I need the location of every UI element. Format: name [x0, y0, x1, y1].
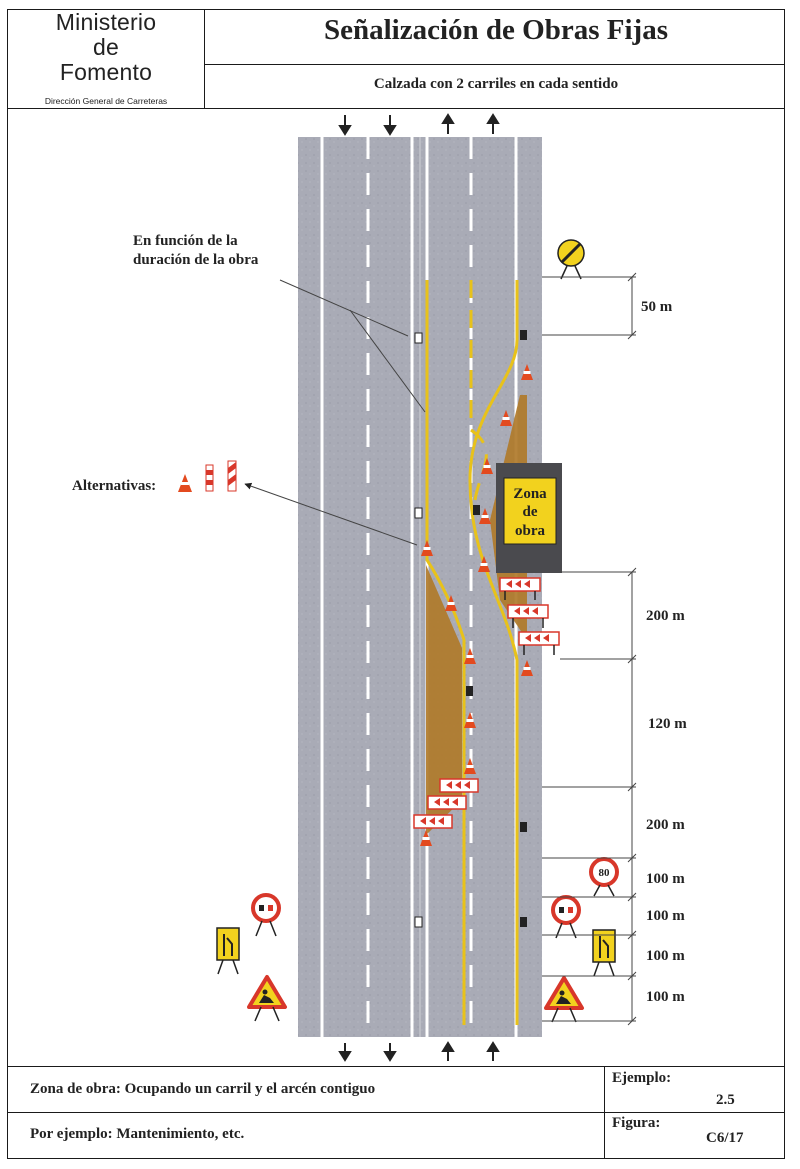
no-overtaking-sign-icon-right [551, 895, 581, 939]
leader-line-duration-2 [349, 309, 426, 413]
dimension-lines [542, 272, 637, 1026]
end-restriction-sign-icon [557, 239, 585, 280]
figura-label: Figura: [612, 1115, 661, 1131]
chevron-panels-upper [499, 577, 560, 655]
ministry-line2: de [93, 34, 119, 60]
cone-icon [178, 474, 192, 492]
panel-icon [227, 460, 237, 492]
footer-divider [604, 1066, 605, 1159]
duration-note-line2: duración de la obra [133, 252, 259, 268]
leader-line-duration-1 [279, 279, 409, 337]
ministry-line3: Fomento [59, 59, 153, 85]
distance-label-5: 100 m [646, 871, 685, 887]
chevron-panels-lower [413, 778, 479, 829]
direction-arrows [338, 113, 500, 1062]
figura-value: C6/17 [706, 1130, 744, 1146]
footer-top-rule [7, 1066, 785, 1067]
zone-line3: obra [515, 523, 546, 539]
no-overtaking-sign-icon-left [251, 893, 281, 937]
alternative-devices [178, 460, 237, 492]
page-subtitle: Calzada con 2 carriles en cada sentido [373, 76, 619, 92]
distance-label-4: 200 m [646, 817, 685, 833]
speed-limit-sign-icon [589, 857, 619, 897]
ministry-logo: Ministerio de Fomento Dirección General … [8, 10, 204, 108]
lane-reduction-sign-icon-right [592, 929, 616, 977]
zone-description: Zona de obra: Ocupando un carril y el ar… [30, 1081, 376, 1097]
zone-line2: de [523, 504, 538, 520]
work-area-lower [426, 565, 462, 835]
yellow-line-left [425, 280, 466, 1025]
distance-label-3: 120 m [648, 716, 687, 732]
distance-label-1: 50 m [641, 299, 673, 315]
warning-lights [414, 330, 527, 928]
ejemplo-label: Ejemplo: [612, 1070, 672, 1086]
example-description: Por ejemplo: Mantenimiento, etc. [30, 1126, 245, 1142]
ministry-subtitle: Dirección General de Carreteras [44, 96, 168, 106]
ejemplo-value: 2.5 [716, 1092, 735, 1108]
yellow-line-right [468, 280, 519, 1025]
leader-line-alternatives [244, 482, 418, 546]
header-bottom-rule [7, 108, 785, 109]
distance-label-7: 100 m [646, 948, 685, 964]
title-rule [204, 64, 784, 65]
distance-label-8: 100 m [646, 989, 685, 1005]
ministry-line1: Ministerio [55, 9, 157, 35]
alternatives-label: Alternativas: [72, 478, 156, 494]
footer-mid-rule [7, 1112, 785, 1113]
zone-line1: Zona [513, 486, 547, 502]
traffic-cones [420, 364, 533, 846]
distance-label-2: 200 m [646, 608, 685, 624]
duration-note-line1: En función de la [133, 233, 238, 249]
page-frame [7, 9, 785, 1159]
lane-reduction-sign-icon-left [216, 927, 240, 975]
page-title: Señalización de Obras Fijas [324, 14, 668, 46]
roadworks-sign-icon-right [544, 976, 584, 1023]
header-divider [204, 9, 205, 108]
speed-limit-value: 80 [599, 867, 611, 879]
bollard-icon [205, 464, 214, 492]
yellow-line-center [469, 280, 488, 501]
roadworks-sign-icon-left [247, 975, 287, 1022]
distance-label-6: 100 m [646, 908, 685, 924]
work-zone-panel [503, 477, 557, 545]
